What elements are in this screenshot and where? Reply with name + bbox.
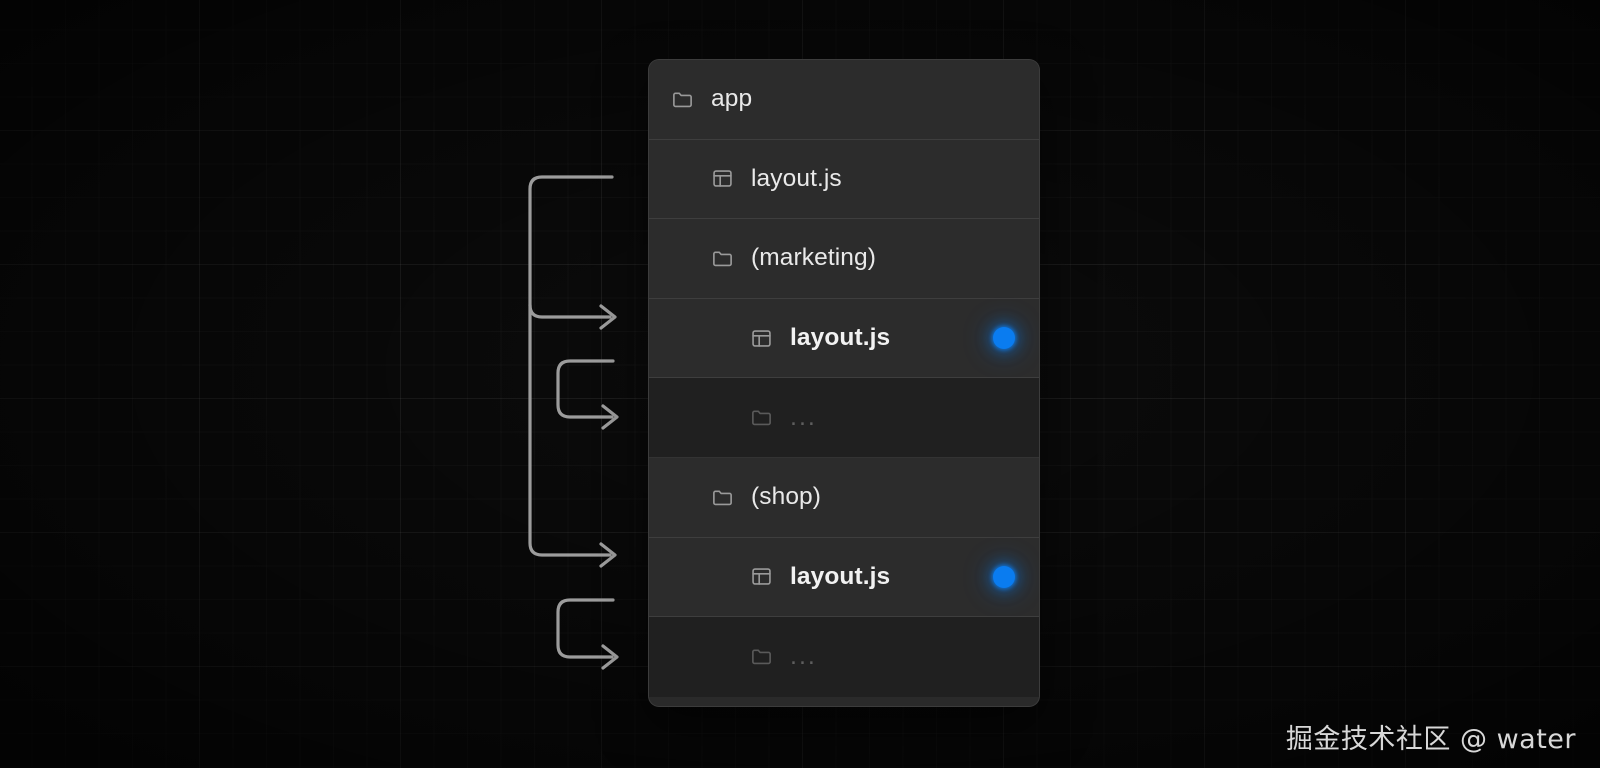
file-tree-card: app layout.js (marketing) bbox=[648, 59, 1040, 707]
connector-bracket-marketing-children bbox=[556, 359, 615, 419]
status-dot bbox=[993, 565, 1015, 588]
layout-icon bbox=[752, 568, 771, 586]
tree-row[interactable]: layout.js bbox=[649, 537, 1039, 618]
folder-icon bbox=[673, 92, 692, 108]
tree-row-label: layout.js bbox=[751, 164, 842, 192]
tree-row[interactable]: layout.js bbox=[649, 139, 1039, 220]
watermark: 掘金技术社区 @ water bbox=[1285, 724, 1576, 755]
tree-row[interactable]: (marketing) bbox=[649, 219, 1039, 299]
tree-row[interactable]: (shop) bbox=[649, 457, 1039, 538]
tree-row[interactable]: ... bbox=[649, 617, 1039, 697]
connector-trunk bbox=[528, 175, 614, 557]
arrowhead-shop-children bbox=[601, 644, 619, 670]
folder-icon bbox=[752, 650, 771, 665]
folder-icon bbox=[713, 490, 732, 505]
tree-row-label: layout.js bbox=[790, 324, 891, 352]
arrowhead-marketing-layout bbox=[599, 304, 617, 330]
tree-row-label: app bbox=[711, 85, 753, 113]
tree-row-label: ... bbox=[790, 642, 817, 671]
tree-row-label: (shop) bbox=[751, 483, 822, 511]
folder-icon bbox=[752, 410, 771, 426]
arrowhead-shop-layout bbox=[599, 542, 617, 568]
tree-row[interactable]: ... bbox=[649, 378, 1039, 458]
arrowhead-marketing-children bbox=[601, 404, 619, 430]
folder-icon bbox=[713, 251, 732, 267]
tree-row-label: layout.js bbox=[790, 562, 891, 590]
layout-icon bbox=[713, 170, 732, 188]
tree-row-label: ... bbox=[790, 403, 817, 432]
status-dot bbox=[993, 327, 1015, 350]
connector-branch-marketing-layout bbox=[528, 303, 612, 319]
tree-row-label: (marketing) bbox=[751, 244, 876, 272]
tree-row[interactable]: layout.js bbox=[649, 298, 1039, 379]
connector-bracket-shop-children bbox=[556, 598, 615, 659]
layout-icon bbox=[752, 329, 771, 347]
tree-row[interactable]: app bbox=[649, 60, 1039, 140]
